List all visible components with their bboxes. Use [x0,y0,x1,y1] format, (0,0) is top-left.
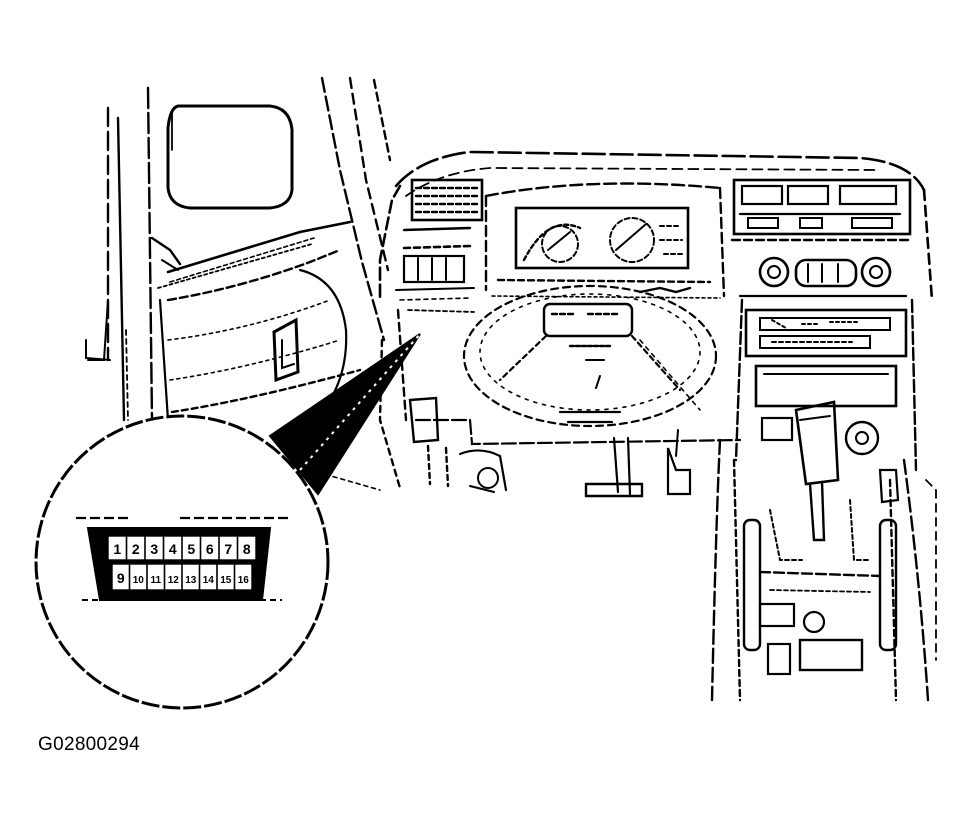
top-pin-8: 8 [243,541,251,557]
bottom-pin-16: 16 [238,575,250,586]
left-vent [410,178,484,222]
pins-bottom-row: 9 10 11 12 13 14 15 16 [117,564,249,590]
top-pin-7: 7 [224,541,232,557]
center-console [710,178,937,702]
climate-knobs [758,256,892,288]
gear-shifter [794,400,840,486]
bottom-pin-14: 14 [203,575,215,586]
bottom-pin-10: 10 [133,575,145,586]
door-handle [272,317,300,383]
center-vents [732,178,912,236]
top-pin-2: 2 [132,541,140,557]
top-pin-1: 1 [113,541,121,557]
bottom-pin-12: 12 [168,575,180,586]
dashboard-upper [378,150,934,302]
top-pin-6: 6 [206,541,214,557]
bottom-pin-13: 13 [185,575,197,586]
callout-pointer [268,333,421,496]
radio-unit [744,308,908,358]
steering-wheel [462,284,718,498]
left-switches [402,254,466,284]
door-area [85,76,392,422]
side-mirror [166,104,294,210]
bottom-pin-15: 15 [220,575,232,586]
top-pin-3: 3 [150,541,158,557]
storage-pocket [754,364,898,408]
bottom-pin-11: 11 [150,575,161,586]
figure-id: G02800294 [38,734,141,755]
instrument-cluster [484,182,726,299]
steering-hub [542,302,634,338]
top-pin-5: 5 [187,541,195,557]
top-pin-4: 4 [169,541,177,557]
gauge-panel [514,206,690,270]
bottom-pin-9: 9 [117,570,125,586]
